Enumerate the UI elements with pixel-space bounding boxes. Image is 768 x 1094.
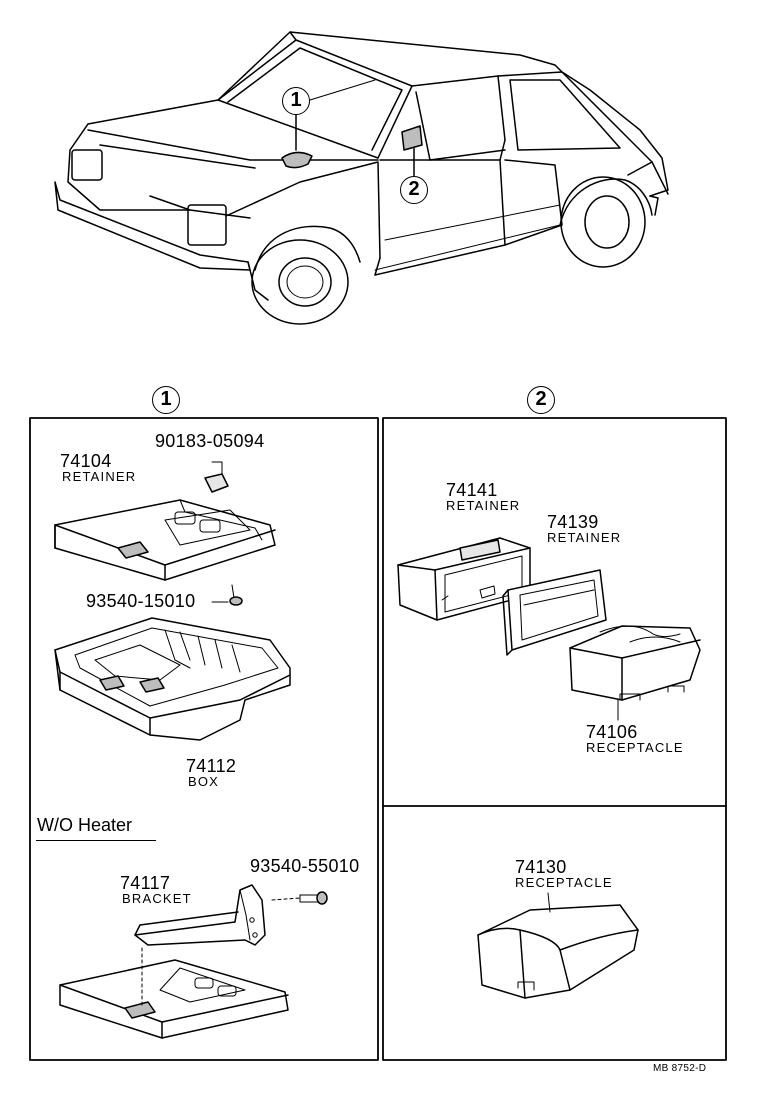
part-number-90183-05094[interactable]: 90183-05094 bbox=[155, 431, 265, 451]
panel-2-frame bbox=[382, 417, 727, 1061]
part-number-74141[interactable]: 74141 bbox=[446, 480, 498, 500]
part-name-retainer: RETAINER bbox=[446, 498, 521, 513]
part-name-retainer: RETAINER bbox=[62, 469, 137, 484]
part-number-74112[interactable]: 74112 bbox=[186, 756, 237, 776]
part-74106-receptacle-drawing bbox=[569, 625, 701, 721]
part-74141-retainer-drawing bbox=[397, 537, 531, 621]
part-74117-bracket-drawing bbox=[134, 884, 266, 946]
part-number-74139[interactable]: 74139 bbox=[547, 512, 599, 532]
part-74112-box-drawing bbox=[54, 617, 291, 741]
part-name-bracket: BRACKET bbox=[122, 891, 192, 906]
document-id: MB 8752-D bbox=[653, 1063, 707, 1074]
part-74130-receptacle-drawing bbox=[477, 892, 639, 999]
part-number-74117[interactable]: 74117 bbox=[120, 873, 171, 893]
part-90183-05094-clip-drawing bbox=[204, 461, 229, 493]
part-74139-retainer-drawing bbox=[502, 569, 607, 656]
overview-callout-1[interactable]: 1 bbox=[282, 87, 310, 115]
part-number-74106[interactable]: 74106 bbox=[586, 722, 638, 742]
panel-1-frame bbox=[29, 417, 379, 1061]
heading-underline bbox=[36, 840, 156, 841]
part-name-retainer: RETAINER bbox=[547, 530, 622, 545]
part-name-receptacle: RECEPTACLE bbox=[515, 875, 613, 890]
part-number-74104[interactable]: 74104 bbox=[60, 451, 112, 471]
section-1-callout: 1 bbox=[152, 386, 180, 414]
part-74104-retainer-lower-drawing bbox=[59, 947, 289, 1039]
section-2-callout: 2 bbox=[527, 386, 555, 414]
part-74104-retainer-drawing bbox=[54, 499, 276, 581]
part-93540-15010-screw-drawing bbox=[211, 584, 243, 606]
car-illustration bbox=[54, 31, 669, 325]
part-number-74130[interactable]: 74130 bbox=[515, 857, 567, 877]
part-name-receptacle: RECEPTACLE bbox=[586, 740, 684, 755]
part-93540-55010-screw-drawing bbox=[271, 891, 328, 905]
overview-callout-2[interactable]: 2 bbox=[400, 176, 428, 204]
part-name-box: BOX bbox=[188, 774, 220, 789]
subsection-heading-wo-heater: W/O Heater bbox=[37, 815, 133, 835]
part-number-93540-15010[interactable]: 93540-15010 bbox=[86, 591, 196, 611]
part-number-93540-55010[interactable]: 93540-55010 bbox=[250, 856, 360, 876]
